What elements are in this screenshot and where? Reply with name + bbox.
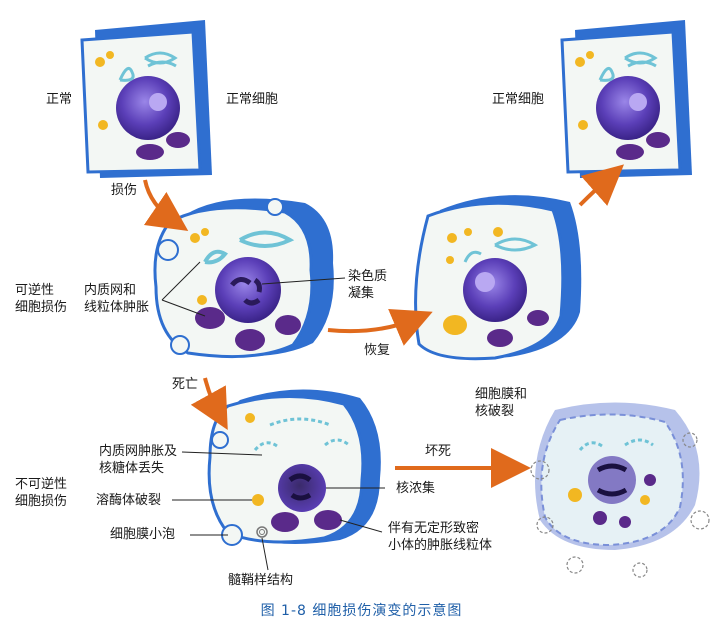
label-blebs: 细胞膜小泡 [110, 527, 176, 542]
arrows [143, 164, 624, 488]
label-normal: 正常 [46, 92, 73, 107]
label-injury: 损伤 [111, 183, 138, 198]
label-er-mito-swelling: 内质网和 线粒体肿胀 [84, 283, 150, 315]
label-membrane-nucleus-rupture: 细胞膜和 核破裂 [475, 387, 528, 419]
necrotic-cell [530, 402, 710, 578]
label-lysosome-rupture: 溶酶体破裂 [96, 493, 162, 508]
label-normal-cell-left: 正常细胞 [226, 92, 279, 107]
recovery-arrow [327, 308, 433, 346]
label-recovery: 恢复 [364, 343, 391, 358]
death-arrow [190, 377, 228, 430]
figure-caption: 图 1-8 细胞损伤演变的示意图 [260, 603, 463, 619]
label-reversible: 可逆性 细胞损伤 [15, 283, 68, 315]
irreversible-injury-cell [207, 389, 381, 546]
label-necrosis: 坏死 [425, 444, 452, 459]
label-normal-cell-right: 正常细胞 [492, 92, 545, 107]
label-irreversible: 不可逆性 细胞损伤 [15, 477, 68, 509]
label-er-ribosome: 内质网肿胀及 核糖体丢失 [99, 444, 178, 476]
leader-lines [161, 261, 385, 571]
recovering-cell [414, 195, 582, 361]
normal-cell-right [560, 20, 692, 178]
label-pyknosis: 核浓集 [396, 481, 436, 496]
reversible-injury-cell [153, 198, 334, 359]
label-chromatin: 染色质 凝集 [348, 269, 388, 301]
label-myelin: 髓鞘样结构 [228, 573, 294, 588]
normal-cell-left [80, 20, 212, 178]
label-death: 死亡 [172, 377, 199, 392]
injury-arrow [143, 179, 189, 232]
label-amorphous-mito: 伴有无定形致密 小体的肿胀线粒体 [388, 521, 493, 553]
recovery-to-normal-arrow [578, 164, 624, 207]
